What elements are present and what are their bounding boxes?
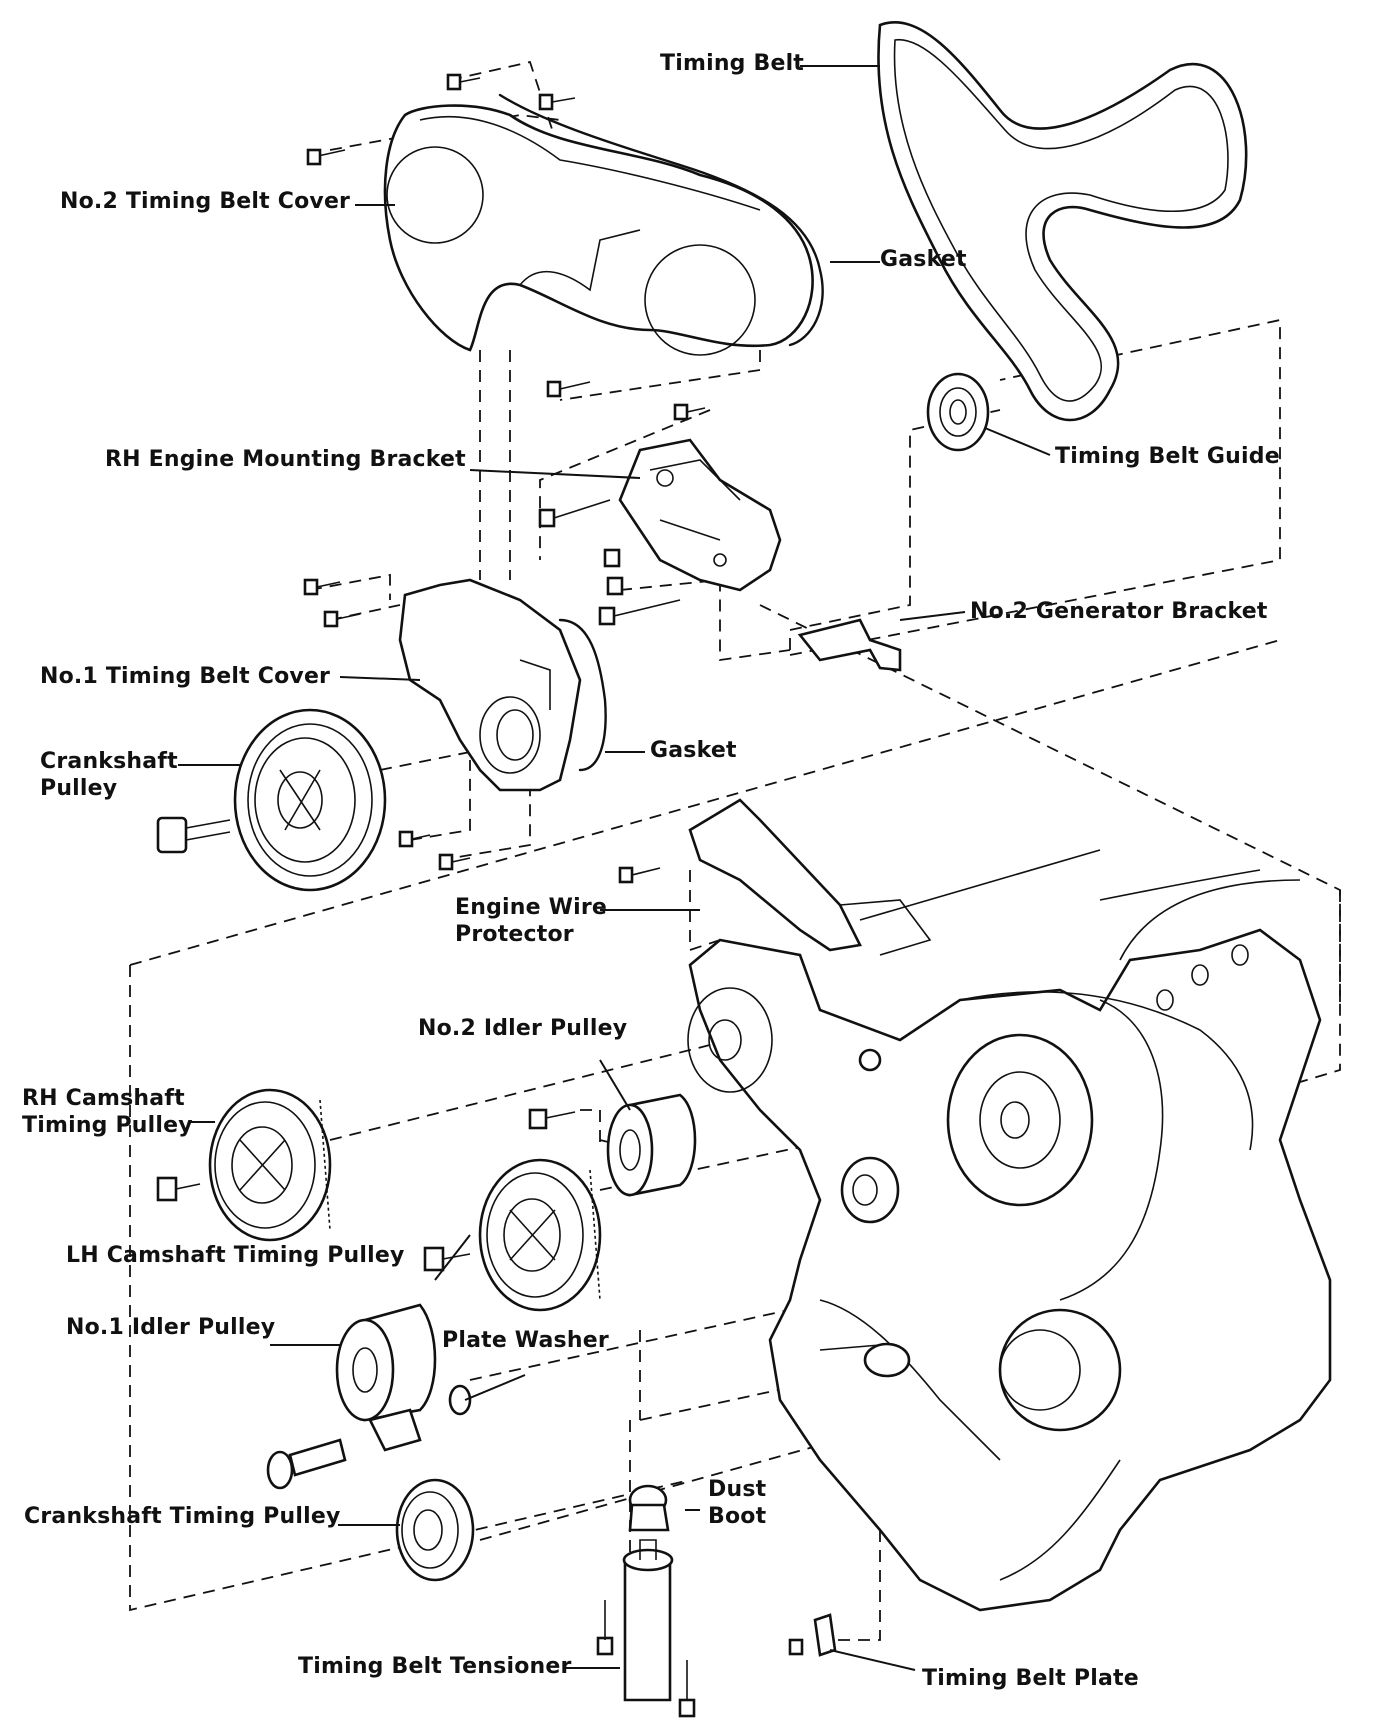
timing-belt-part [877, 21, 1248, 422]
bolts-upper [306, 73, 706, 421]
gasket-upper-part [498, 93, 824, 347]
label-timing-belt-plate: Timing Belt Plate [922, 1666, 1139, 1691]
label-gasket-lower: Gasket [650, 738, 737, 763]
lh-camshaft-timing-pulley-part [423, 1158, 602, 1312]
rh-camshaft-timing-pulley-part [156, 1088, 332, 1242]
label-crankshaft-timing-pulley: Crankshaft Timing Pulley [24, 1504, 341, 1529]
timing-belt-tensioner-part [596, 1484, 696, 1718]
engine-block-part [687, 869, 1332, 1612]
label-no2-timing-belt-cover: No.2 Timing Belt Cover [60, 189, 351, 214]
label-timing-belt-guide: Timing Belt Guide [1055, 444, 1280, 469]
timing-belt-guide-part [926, 372, 990, 452]
label-dust-boot: Dust Boot [708, 1477, 767, 1529]
label-gasket-upper: Gasket [880, 247, 967, 272]
bolts-no1-cover [303, 578, 471, 871]
no2-idler-pulley-part [528, 1093, 697, 1197]
no1-timing-belt-cover-part [398, 578, 582, 792]
label-crankshaft-pulley: Crankshaft Pulley [40, 749, 178, 801]
label-rh-camshaft-timing-pulley: RH Camshaft Timing Pulley [22, 1086, 193, 1138]
label-no1-idler-pulley: No.1 Idler Pulley [66, 1315, 276, 1340]
label-rh-engine-mounting-bracket: RH Engine Mounting Bracket [105, 447, 466, 472]
label-lh-camshaft-timing-pulley: LH Camshaft Timing Pulley [66, 1243, 405, 1268]
crankshaft-timing-pulley-part [395, 1478, 475, 1582]
label-no2-generator-bracket: No.2 Generator Bracket [970, 599, 1268, 624]
leader-lines [178, 65, 1051, 1671]
assembly-dashed-lines [129, 60, 1341, 1641]
timing-belt-plate-part [788, 1613, 837, 1657]
no2-generator-bracket-part [797, 618, 902, 672]
gasket-lower-part [558, 618, 607, 772]
crankshaft-pulley-part [156, 708, 387, 892]
no1-idler-pulley-part [266, 1303, 472, 1490]
rh-engine-mounting-bracket-part [538, 438, 782, 626]
label-timing-belt: Timing Belt [660, 51, 805, 76]
label-no2-idler-pulley: No.2 Idler Pulley [418, 1016, 628, 1041]
label-plate-washer: Plate Washer [442, 1328, 609, 1353]
no2-timing-belt-cover-part [383, 104, 814, 356]
engine-wire-protector-part [618, 798, 1101, 956]
label-no1-timing-belt-cover: No.1 Timing Belt Cover [40, 664, 331, 689]
label-timing-belt-tensioner: Timing Belt Tensioner [298, 1654, 572, 1679]
label-engine-wire-protector: Engine Wire Protector [455, 895, 607, 947]
